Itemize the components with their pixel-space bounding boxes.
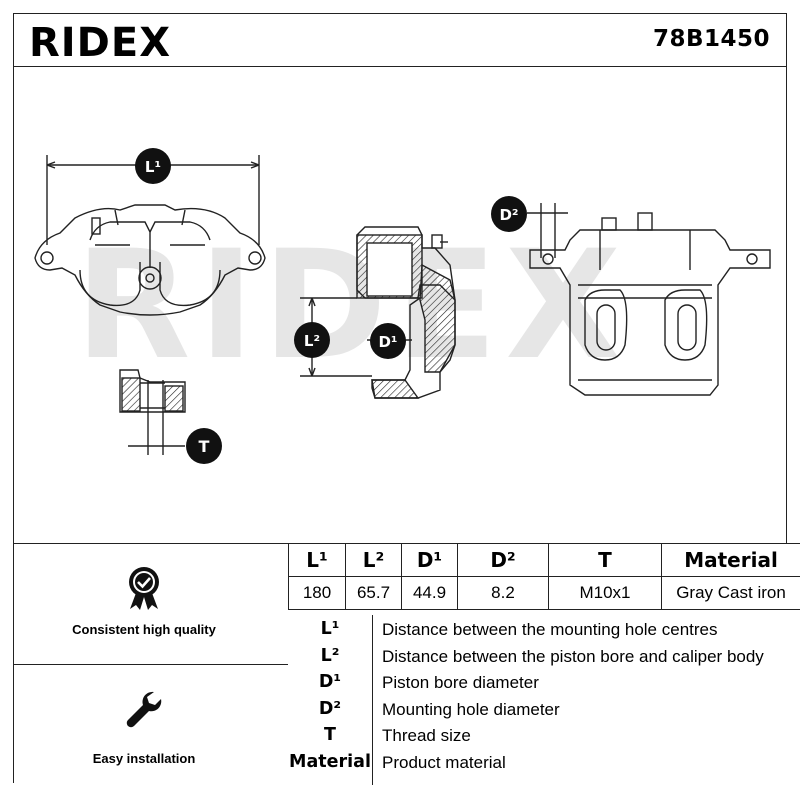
legend-description: Distance between the mounting hole centr… — [382, 620, 718, 639]
caliper-front-view — [34, 204, 266, 316]
svg-text:L²: L² — [304, 332, 320, 350]
legend-key: D² — [318, 698, 342, 719]
legend-row-material: Material Product material — [288, 748, 800, 775]
frame-left — [13, 67, 14, 543]
specs-value-row: 180 65.7 44.9 8.2 M10x1 Gray Cast iron — [288, 576, 800, 610]
specs-header-material: Material — [661, 543, 800, 577]
legend-row-t: T Thread size — [288, 721, 800, 748]
technical-drawing: RIDEX — [34, 148, 771, 464]
specs-header-l1: L¹ — [288, 543, 346, 577]
legend-key: Material — [289, 751, 371, 772]
feature-installation-label: Easy installation — [92, 751, 196, 766]
dimension-d2 — [527, 203, 568, 258]
legend-row-l2: L² Distance between the piston bore and … — [288, 642, 800, 669]
frame-right — [786, 67, 787, 543]
badge-t: T — [186, 428, 222, 464]
specs-header-d1: D¹ — [401, 543, 458, 577]
svg-text:T: T — [199, 437, 210, 456]
specs-header-row: L¹ L² D¹ D² T Material — [288, 543, 800, 577]
legend-key: D¹ — [318, 672, 342, 692]
legend-row-d1: D¹ Piston bore diameter — [288, 668, 800, 695]
legend-description: Product material — [382, 752, 506, 772]
caliper-rear-view — [529, 212, 771, 396]
svg-text:D²: D² — [499, 206, 518, 224]
ridex-logo: RIDEX — [29, 20, 171, 62]
badge-d1: D¹ — [370, 323, 406, 359]
specs-value-d2: 8.2 — [457, 576, 549, 610]
feature-quality: Consistent high quality — [0, 565, 288, 637]
badge-l2: L² — [294, 322, 330, 358]
thread-detail — [119, 369, 186, 455]
specs-header-l2: L² — [345, 543, 402, 577]
watermark: RIDEX — [75, 219, 629, 393]
specs-value-d1: 44.9 — [401, 576, 458, 610]
feature-quality-label: Consistent high quality — [72, 622, 216, 637]
header: RIDEX 78B1450 — [13, 13, 787, 67]
quality-badge-icon — [129, 567, 159, 610]
legend-key: L² — [320, 645, 340, 666]
badge-l1: L¹ — [135, 148, 171, 184]
specs-header-d2: D² — [457, 543, 549, 577]
legend: L¹ Distance between the mounting hole ce… — [288, 615, 800, 774]
legend-row-d2: D² Mounting hole diameter — [288, 695, 800, 722]
caliper-section-view — [356, 226, 456, 399]
feature-installation: Easy installation — [0, 688, 288, 766]
svg-text:D¹: D¹ — [378, 333, 397, 351]
specs-table: L¹ L² D¹ D² T Material 180 65.7 44.9 8.2… — [288, 543, 800, 610]
part-number: 78B1450 — [652, 26, 770, 52]
specs-value-material: Gray Cast iron — [661, 576, 800, 610]
specs-value-l2: 65.7 — [345, 576, 402, 610]
svg-text:RIDEX: RIDEX — [29, 20, 171, 62]
svg-text:L¹: L¹ — [145, 158, 161, 176]
legend-description: Distance between the piston bore and cal… — [382, 646, 764, 666]
specs-value-t: M10x1 — [548, 576, 662, 610]
feature-divider — [13, 664, 288, 665]
left-column-border — [13, 543, 14, 783]
legend-row-l1: L¹ Distance between the mounting hole ce… — [288, 615, 800, 642]
legend-description: Piston bore diameter — [382, 673, 539, 692]
legend-key: L¹ — [320, 619, 340, 639]
legend-key: T — [324, 725, 336, 745]
specs-value-l1: 180 — [288, 576, 346, 610]
legend-divider — [372, 615, 373, 785]
legend-description: Mounting hole diameter — [382, 699, 560, 719]
badge-d2: D² — [491, 196, 527, 232]
specs-header-t: T — [548, 543, 662, 577]
wrench-icon — [126, 691, 162, 728]
legend-description: Thread size — [382, 726, 471, 745]
